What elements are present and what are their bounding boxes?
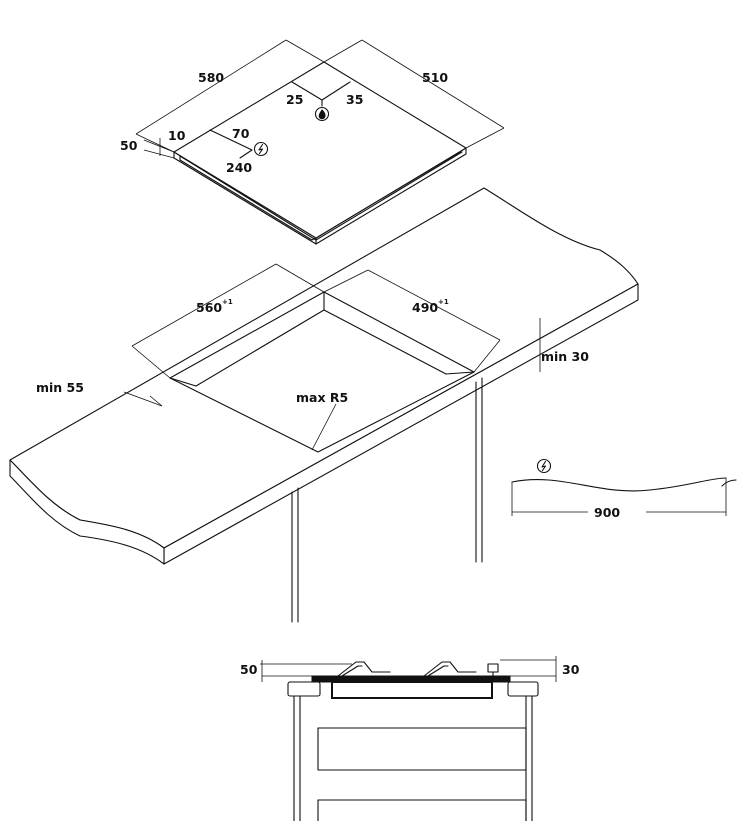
pan-support-left (337, 661, 391, 677)
gas-flame-icon (314, 106, 330, 122)
section-hob-body (331, 681, 493, 699)
cabinet-supports (291, 377, 483, 623)
electric-edge-label: 10 (168, 128, 186, 143)
power-cable-drawing: 900 (511, 458, 737, 520)
cable-length-label: 900 (594, 505, 620, 520)
electric-offset-a-label: 70 (232, 126, 250, 141)
corner-radius-leader (311, 403, 337, 451)
drawer-upper (317, 727, 527, 771)
worktop-drawing: 560 +1 490 +1 min 55 max R5 min 30 (9, 187, 639, 565)
electric-offset-b-label: 240 (226, 160, 252, 175)
section-right-label: 30 (562, 662, 580, 677)
hob-width-label: 580 (198, 70, 224, 85)
cutout-width-label: 560 (196, 300, 222, 315)
electric-bolt-icon (253, 141, 269, 157)
hob-drawing: 580 510 50 25 35 10 70 240 (120, 39, 505, 245)
power-cable (511, 477, 727, 492)
hob-depth-label: 510 (422, 70, 448, 85)
control-knob (487, 663, 499, 673)
section-worktop-right (507, 681, 539, 697)
cutout-width-mark: +1 (222, 298, 233, 306)
drawer-lower (317, 799, 527, 821)
cutout-depth-mark: +1 (438, 298, 449, 306)
pan-support-right (423, 661, 477, 677)
section-worktop-left (287, 681, 321, 697)
hob-top-surface (173, 61, 467, 239)
min-front-label: min 55 (36, 380, 84, 395)
cutout-depth-label: 490 (412, 300, 438, 315)
gas-offset-a-label: 25 (286, 92, 303, 107)
hob-height-label: 50 (120, 138, 138, 153)
gas-offset-b-label: 35 (346, 92, 363, 107)
electric-bolt-icon (536, 458, 552, 474)
section-left-label: 50 (240, 662, 258, 677)
corner-radius-label: max R5 (296, 390, 348, 405)
worktop-left-end (9, 459, 165, 565)
electric-connection-guide (209, 129, 253, 159)
min-thickness-label: min 30 (541, 349, 589, 364)
section-view: 50 30 (240, 656, 580, 821)
